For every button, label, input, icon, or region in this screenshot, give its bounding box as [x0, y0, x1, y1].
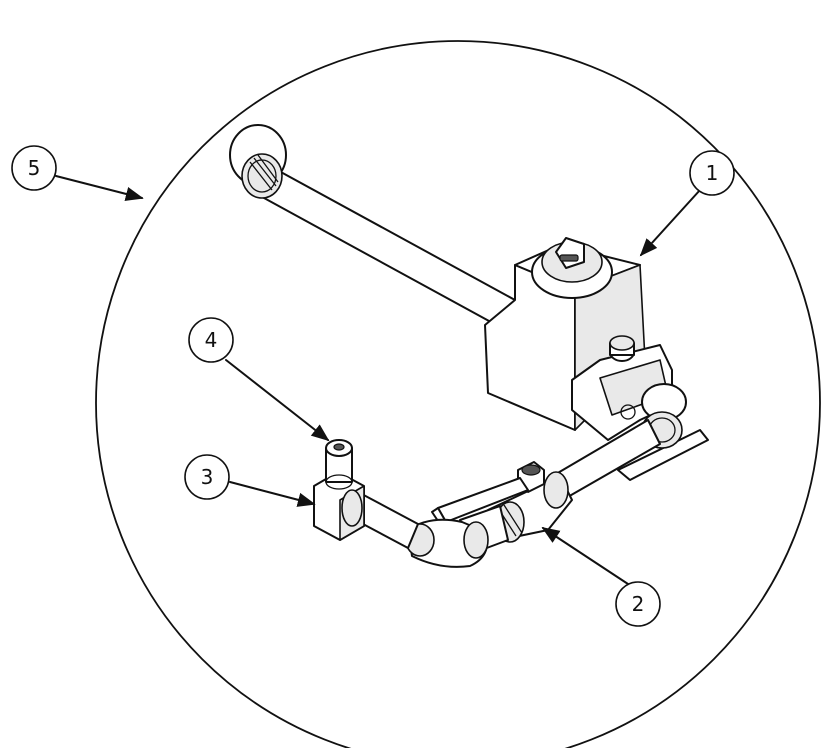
balloon-2: 2 — [615, 581, 661, 627]
detail-circle — [95, 40, 821, 748]
balloon-4: 4 — [188, 317, 234, 363]
balloon-2-label: 2 — [632, 592, 645, 616]
leader-line-2 — [541, 527, 629, 585]
leader-line-5 — [55, 175, 144, 201]
ball-valve — [431, 461, 573, 543]
leader-line-3 — [229, 481, 316, 507]
balloon-5: 5 — [11, 145, 57, 191]
long-pipe — [229, 124, 516, 328]
balloon-3-label: 3 — [201, 465, 214, 489]
leader-line-1 — [639, 189, 701, 257]
balloon-3: 3 — [184, 454, 230, 500]
test-port-plug — [325, 439, 353, 490]
leader-line-4 — [225, 359, 330, 442]
gas-valve — [484, 237, 673, 441]
balloon-1-label: 1 — [706, 161, 719, 185]
balloon-1: 1 — [689, 150, 735, 196]
outlet-fittings — [555, 383, 687, 499]
balloon-4-label: 4 — [205, 328, 218, 352]
lower-piping — [347, 491, 509, 568]
balloon-5-label: 5 — [28, 156, 41, 180]
